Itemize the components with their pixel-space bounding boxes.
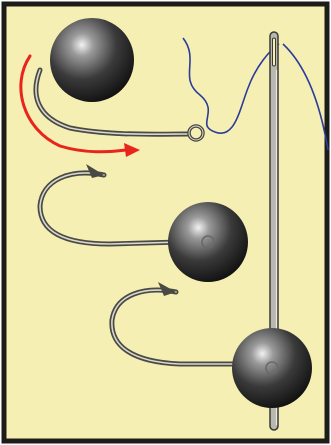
top-weight-ball — [50, 18, 134, 102]
middle-weight-ball — [168, 202, 248, 282]
bottom-weight-ball — [232, 328, 312, 408]
